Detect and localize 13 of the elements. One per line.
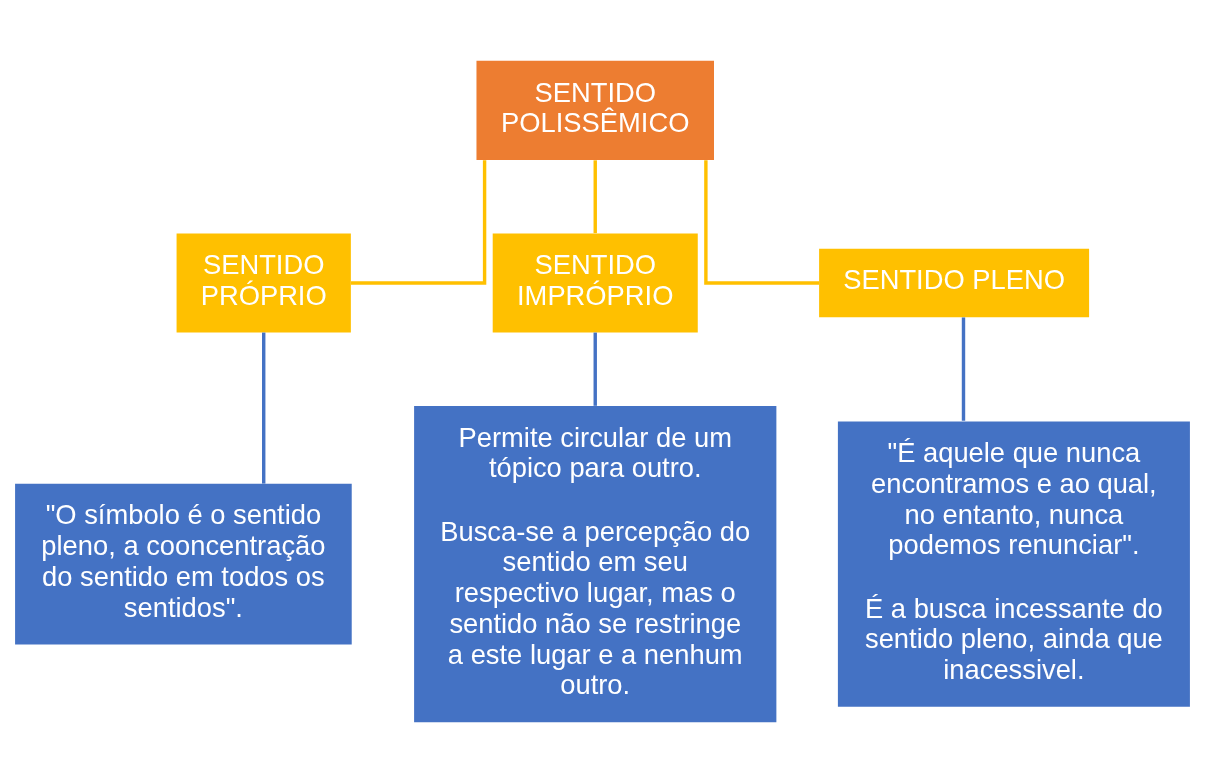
node-box: SENTIDO POLISSÊMICO: [476, 60, 714, 160]
node-box: "É aquele que nunca encontramos e ao qual, no entanto, nunca podemos renunciar". É a busca incessante do sentido pleno, ainda que inacessivel.: [837, 420, 1190, 707]
connector: [704, 159, 820, 285]
connector: [593, 332, 597, 406]
node-box: Permite circular de um tópico para outro. Busca-se a percepção do sentido em seu respectivo lugar, mas o sentido não se restringe a este lugar e a nenhum outro.: [414, 405, 777, 722]
node-box: SENTIDO PLENO: [819, 248, 1090, 317]
node-box: SENTIDO IMPRÓPRIO: [492, 232, 698, 333]
node-box: "O símbolo é o sentido pleno, a cooncentração do sentido em todos os sentidos".: [15, 483, 352, 644]
connector: [961, 316, 966, 421]
connector: [262, 332, 266, 484]
connector: [593, 159, 597, 233]
connector: [351, 159, 487, 285]
node-box: SENTIDO PRÓPRIO: [176, 232, 351, 333]
